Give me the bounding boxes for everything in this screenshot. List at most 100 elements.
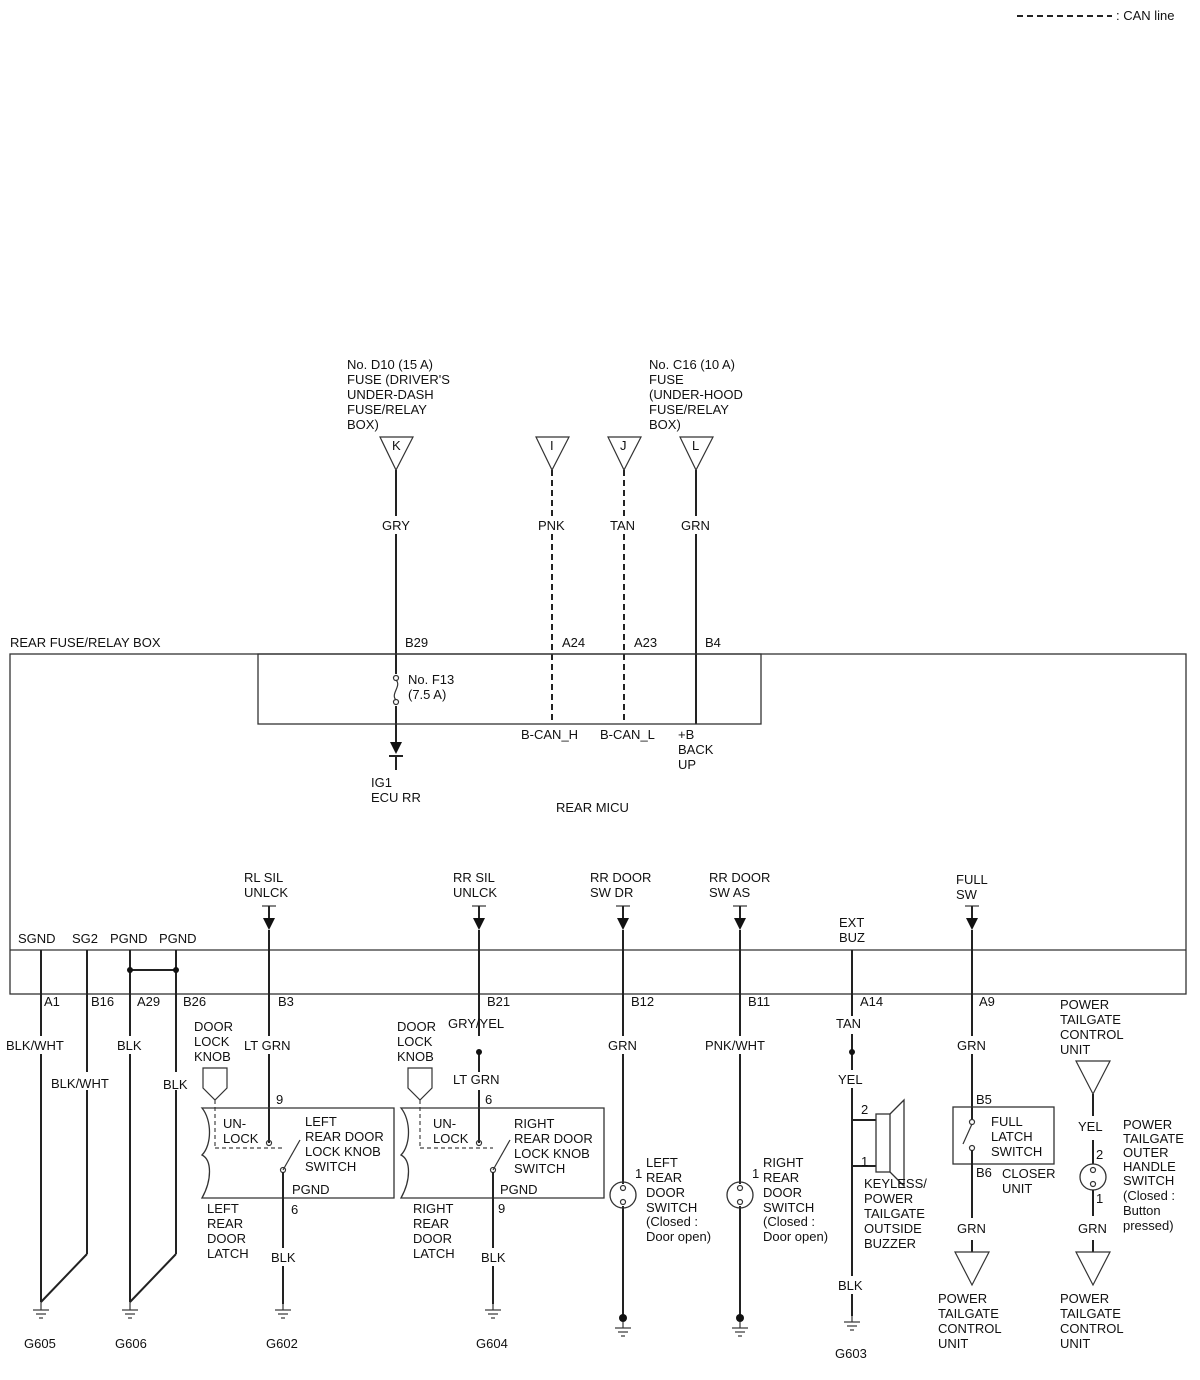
svg-text:ECU RR: ECU RR	[371, 790, 421, 805]
svg-text:FUSE/RELAY: FUSE/RELAY	[649, 402, 729, 417]
ground-label-g606: G606	[115, 1336, 147, 1351]
svg-text:UP: UP	[678, 757, 696, 772]
svg-text:RIGHT: RIGHT	[763, 1155, 804, 1170]
svg-text:1: 1	[635, 1166, 642, 1181]
fuse-section	[257, 653, 762, 725]
svg-text:PGND: PGND	[110, 931, 148, 946]
svg-text:DOOR: DOOR	[194, 1019, 233, 1034]
svg-text:LATCH: LATCH	[413, 1246, 455, 1261]
svg-text:SW AS: SW AS	[709, 885, 751, 900]
svg-text:PNK/WHT: PNK/WHT	[705, 1038, 765, 1053]
svg-text:LT GRN: LT GRN	[453, 1072, 499, 1087]
ground-symbol-right-switch	[732, 1322, 748, 1337]
svg-text:GRN: GRN	[957, 1038, 986, 1053]
ig1-diode: IG1 ECU RR	[371, 742, 421, 805]
svg-text:B4: B4	[705, 635, 721, 650]
svg-text:1: 1	[752, 1166, 759, 1181]
svg-text:B26: B26	[183, 994, 206, 1009]
svg-text:POWER: POWER	[938, 1291, 987, 1306]
svg-text:SWITCH: SWITCH	[991, 1144, 1042, 1159]
svg-text:A9: A9	[979, 994, 995, 1009]
svg-text:DOOR: DOOR	[207, 1231, 246, 1246]
left-door-latch-circuit: LT GRN DOOR LOCK KNOB 9 UN- LOCK LEFT RE…	[194, 930, 395, 1304]
svg-text:UNLCK: UNLCK	[453, 885, 497, 900]
svg-text:B12: B12	[631, 994, 654, 1009]
svg-text:B5: B5	[976, 1092, 992, 1107]
svg-text:FUSE: FUSE	[649, 372, 684, 387]
svg-text:DOOR: DOOR	[646, 1185, 685, 1200]
svg-text:LOCK: LOCK	[194, 1034, 230, 1049]
svg-text:I: I	[550, 438, 554, 453]
svg-text:No. C16 (10 A): No. C16 (10 A)	[649, 357, 735, 372]
svg-text:FUSE (DRIVER'S: FUSE (DRIVER'S	[347, 372, 450, 387]
bcan-h-label: B-CAN_H	[521, 727, 578, 742]
svg-text:UNLCK: UNLCK	[244, 885, 288, 900]
svg-text:(7.5 A): (7.5 A)	[408, 687, 446, 702]
svg-text:UNIT: UNIT	[1060, 1042, 1090, 1057]
svg-text:B21: B21	[487, 994, 510, 1009]
svg-text:1: 1	[861, 1154, 868, 1169]
backup-label: +B BACK UP	[678, 727, 714, 772]
can-line-legend: : CAN line	[1017, 8, 1175, 23]
svg-text:(UNDER-HOOD: (UNDER-HOOD	[649, 387, 743, 402]
svg-text:TAN: TAN	[836, 1016, 861, 1031]
svg-text:L: L	[692, 438, 699, 453]
svg-text:K: K	[392, 438, 401, 453]
svg-text:2: 2	[1096, 1147, 1103, 1162]
svg-text:SWITCH: SWITCH	[763, 1200, 814, 1215]
svg-text:B3: B3	[278, 994, 294, 1009]
svg-text:(Closed :: (Closed :	[1123, 1188, 1175, 1203]
svg-text:LOCK KNOB: LOCK KNOB	[514, 1146, 590, 1161]
svg-text:A23: A23	[634, 635, 657, 650]
svg-text:PGND: PGND	[159, 931, 197, 946]
svg-text:DOOR: DOOR	[413, 1231, 452, 1246]
svg-text:UNIT: UNIT	[1002, 1181, 1032, 1196]
svg-text:A24: A24	[562, 635, 585, 650]
svg-text:POWER: POWER	[1123, 1117, 1172, 1132]
svg-text:+B: +B	[678, 727, 694, 742]
svg-text:LATCH: LATCH	[207, 1246, 249, 1261]
svg-text:9: 9	[498, 1201, 505, 1216]
svg-text:RIGHT: RIGHT	[413, 1201, 454, 1216]
svg-text:BLK: BLK	[838, 1278, 863, 1293]
svg-text:CONTROL: CONTROL	[1060, 1027, 1124, 1042]
svg-text:LOCK: LOCK	[223, 1131, 259, 1146]
closer-unit-circuit: GRN B5 FULL LATCH SWITCH B6 CLOSER UNIT …	[938, 930, 1055, 1351]
fuse-d10-label: No. D10 (15 A) FUSE (DRIVER'S UNDER-DASH…	[347, 357, 450, 432]
svg-text:RR SIL: RR SIL	[453, 870, 495, 885]
ground-g606-wiring: BLK BLK	[117, 950, 188, 1303]
svg-text:DOOR: DOOR	[397, 1019, 436, 1034]
svg-text:BOX): BOX)	[347, 417, 379, 432]
svg-text:A14: A14	[860, 994, 883, 1009]
svg-text:(Closed :: (Closed :	[763, 1214, 815, 1229]
svg-text:6: 6	[291, 1202, 298, 1217]
svg-text:6: 6	[485, 1092, 492, 1107]
svg-text:No. F13: No. F13	[408, 672, 454, 687]
ground-g605-wiring: BLK/WHT BLK/WHT	[6, 950, 109, 1303]
connector-l: L	[679, 436, 714, 472]
svg-text:FULL: FULL	[956, 872, 988, 887]
svg-text:OUTER: OUTER	[1123, 1145, 1169, 1160]
ground-symbol-left-switch	[615, 1322, 631, 1337]
ground-pin-labels: SGND SG2 PGND PGND	[18, 931, 197, 946]
fuse-c16-label: No. C16 (10 A) FUSE (UNDER-HOOD FUSE/REL…	[649, 357, 743, 432]
svg-text:B11: B11	[748, 994, 770, 1009]
bottom-pins: A1 B16 A29 B26 B3 B21 B12 B11 A14 A9	[44, 994, 995, 1009]
svg-text:B16: B16	[91, 994, 114, 1009]
rear-fuse-relay-box-title: REAR FUSE/RELAY BOX	[10, 635, 161, 650]
buzzer-circuit: TAN YEL 2 1 KEYLESS/ POWER TAILGATE OUTS…	[836, 950, 927, 1316]
svg-text:SWITCH: SWITCH	[646, 1200, 697, 1215]
svg-text:GRN: GRN	[608, 1038, 637, 1053]
svg-text:FUSE/RELAY: FUSE/RELAY	[347, 402, 427, 417]
bcan-l-label: B-CAN_L	[600, 727, 655, 742]
fuse-f13: No. F13 (7.5 A)	[390, 672, 454, 706]
svg-text:BUZ: BUZ	[839, 930, 865, 945]
svg-text:LOCK: LOCK	[397, 1034, 433, 1049]
svg-text:BLK: BLK	[481, 1250, 506, 1265]
svg-text:BLK/WHT: BLK/WHT	[51, 1076, 109, 1091]
top-wire-colors: GRY PNK TAN GRN	[382, 518, 710, 533]
svg-text:SGND: SGND	[18, 931, 56, 946]
svg-text:A1: A1	[44, 994, 60, 1009]
svg-text:GRN: GRN	[1078, 1221, 1107, 1236]
svg-text:PGND: PGND	[292, 1182, 330, 1197]
